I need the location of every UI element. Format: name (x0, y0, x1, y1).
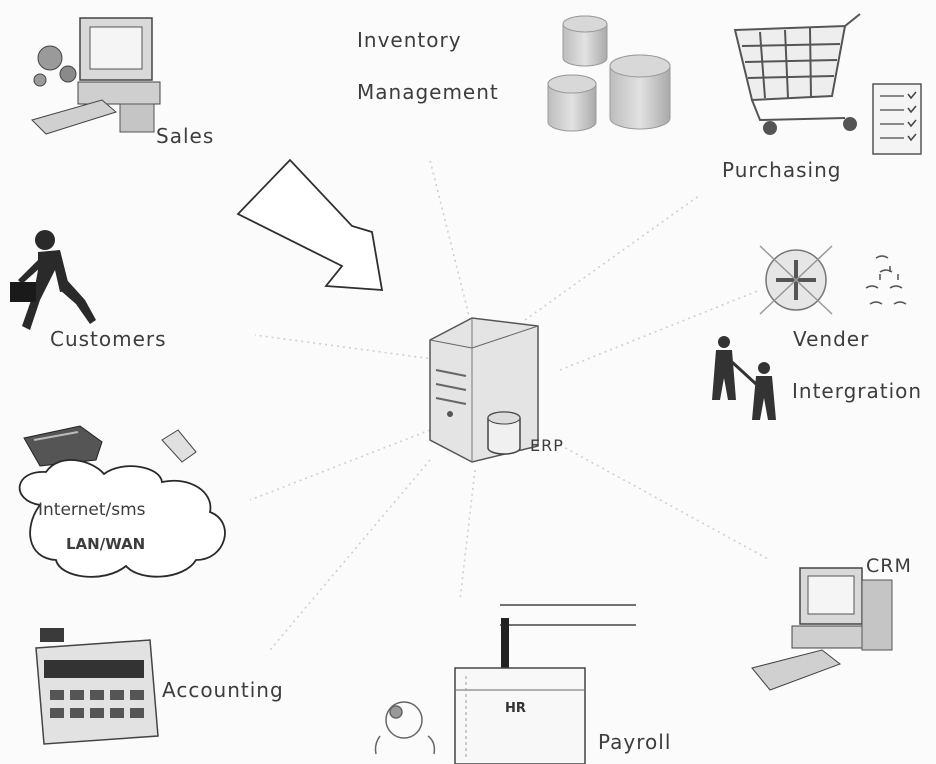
calculator-icon (35, 628, 159, 745)
clock-icon (374, 701, 436, 755)
connector-purchasing (524, 194, 701, 321)
vender-label-line2: Intergration (792, 379, 923, 403)
sales-computer-icon (31, 17, 161, 135)
hr-window-icon (454, 604, 636, 764)
checklist-icon (872, 83, 922, 155)
connector-inventory (429, 159, 471, 321)
customers-label: Customers (50, 327, 167, 351)
inventory-label-line1: Inventory (357, 28, 462, 52)
hr-label: HR (505, 701, 526, 716)
big-arrow-icon (236, 158, 384, 291)
internet-label-line2: LAN/WAN (66, 535, 146, 553)
connector-customers (254, 334, 441, 361)
vender-label-line1: Vender (793, 327, 870, 351)
shopping-cart-icon (733, 13, 861, 135)
hierarchy-icon (865, 255, 907, 305)
accounting-label: Accounting (162, 678, 284, 702)
inventory-label-line2: Management (357, 80, 499, 104)
sales-label: Sales (156, 124, 215, 148)
erp-label: ERP (530, 436, 564, 455)
purchasing-label: Purchasing (722, 158, 842, 182)
payroll-label: Payroll (598, 730, 672, 754)
pda-device-icon (161, 429, 197, 463)
fax-phone-icon (23, 425, 103, 467)
internet-label-line1: Internet/sms (38, 500, 146, 520)
connector-payroll (459, 469, 476, 601)
cloud-shape (18, 459, 226, 578)
inventory-database-icon (547, 15, 671, 132)
crm-label: CRM (866, 555, 912, 577)
connector-internet (249, 429, 431, 501)
connector-crm (559, 444, 771, 561)
connector-accounting (269, 459, 431, 651)
network-node-icon (759, 245, 833, 315)
handshake-people-icon (712, 336, 776, 420)
running-businessman-icon (10, 230, 96, 330)
erp-server-icon (429, 317, 539, 463)
connector-lines (249, 159, 771, 651)
crm-computer-icon (751, 567, 893, 691)
